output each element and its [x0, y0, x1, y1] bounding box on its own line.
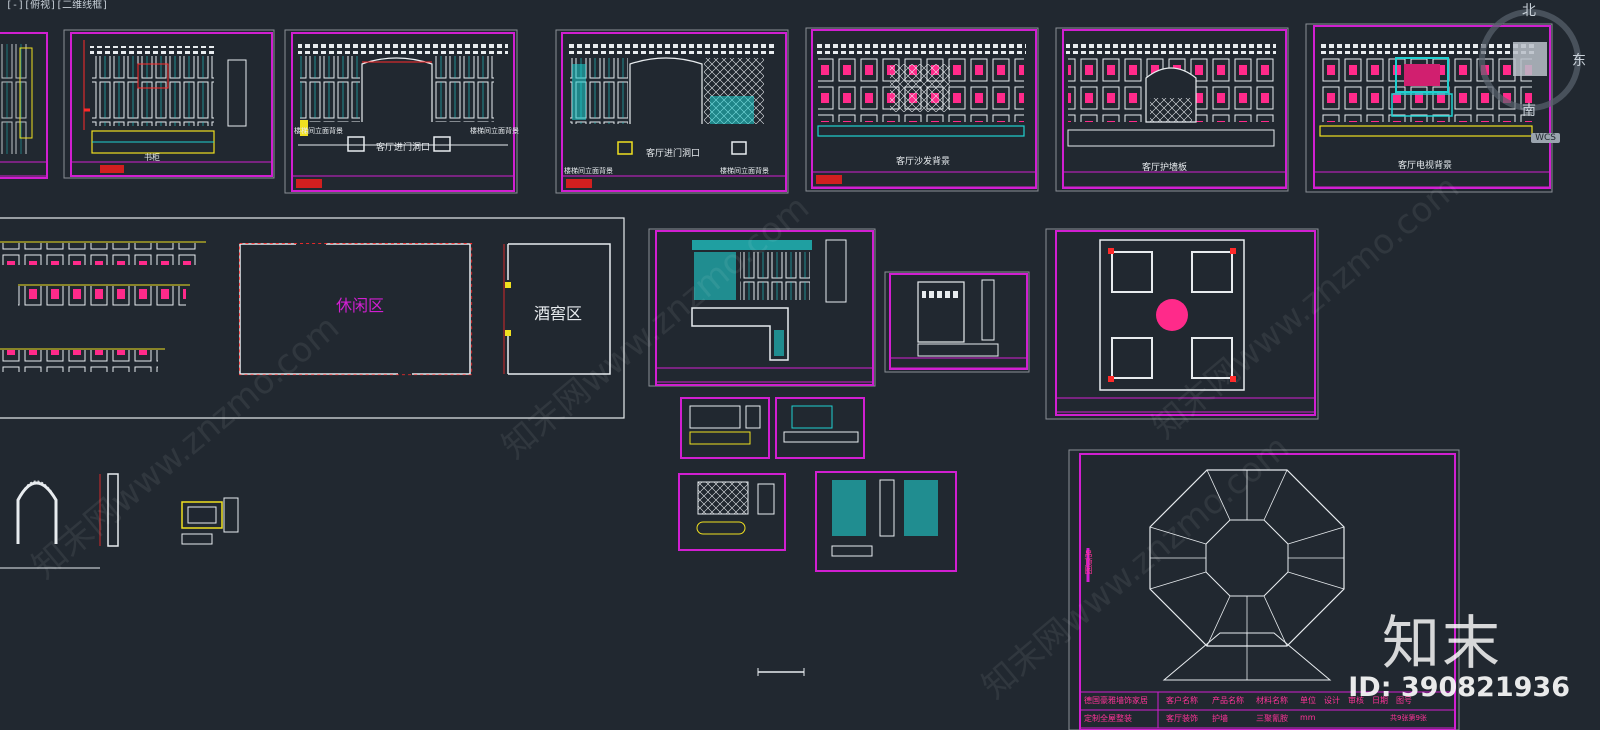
title-date-label: 日期: [1372, 696, 1388, 705]
sheet-wall-panel[interactable]: [1055, 27, 1289, 192]
title-material-value: 三聚氰胺: [1256, 714, 1288, 723]
sheet-small-1[interactable]: [680, 397, 770, 459]
caption-sofa-background: 客厅沙发背景: [896, 157, 951, 167]
title-product-label: 产品名称: [1212, 696, 1244, 705]
compass-north[interactable]: 北: [1522, 3, 1536, 19]
title-company-1: 德国豪雅墙饰家居: [1084, 696, 1148, 705]
title-unit-value: mm: [1300, 713, 1316, 722]
sheet-small-3[interactable]: [678, 473, 786, 551]
watermark-id: ID: 390821936: [1348, 672, 1570, 703]
sheet-bookcase[interactable]: [63, 29, 275, 179]
sheet-small-2[interactable]: [775, 397, 865, 459]
viewcube-navigator[interactable]: 北 东 南: [1470, 3, 1590, 154]
arch-detail[interactable]: [0, 473, 239, 569]
sheet-entrance-doorway-1[interactable]: [284, 29, 518, 194]
title-drawing-no-label: 图号: [1396, 696, 1412, 705]
caption-doorway-2-right: 楼梯间立面背景: [720, 167, 769, 175]
sheet-partial-left[interactable]: [0, 32, 48, 179]
caption-doorway-1-left: 楼梯间立面背景: [294, 127, 343, 135]
sheet-small-4[interactable]: [815, 471, 957, 572]
title-unit-label: 单位: [1300, 696, 1316, 705]
viewport-controls-label[interactable]: [-][俯视][二维线框]: [6, 0, 109, 11]
caption-doorway-2-left: 楼梯间立面背景: [564, 167, 613, 175]
caption-doorway-2-mid: 客厅进门洞口: [646, 149, 701, 159]
title-material-label: 材料名称: [1256, 696, 1288, 705]
sheet-entrance-doorway-2[interactable]: [555, 29, 789, 194]
compass-south[interactable]: 南: [1522, 103, 1536, 119]
title-client-label: 客户名称: [1166, 696, 1198, 705]
sheet-cabinet-elevation[interactable]: [884, 271, 1030, 373]
compass-east[interactable]: 东: [1572, 53, 1586, 69]
title-check-label: 审核: [1348, 696, 1364, 705]
title-product-value: 护墙: [1212, 714, 1228, 723]
sheet-octagon-ceiling[interactable]: [1068, 449, 1460, 730]
sheet-tv-background[interactable]: [1305, 23, 1553, 193]
title-design-label: 设计: [1324, 696, 1340, 705]
sheet-kitchen[interactable]: [648, 228, 876, 387]
sheet-ceiling-plan[interactable]: [1045, 228, 1319, 420]
title-drawing-no-value: 共9张第9张: [1390, 714, 1427, 722]
caption-bookcase: 书柜: [144, 153, 160, 162]
title-client-value: 客厅装饰: [1166, 714, 1198, 723]
caption-doorway-1-mid: 客厅进门洞口: [376, 143, 431, 153]
title-side-label: 吊顶图: [1084, 550, 1093, 574]
zone-label-cellar: 酒窖区: [534, 304, 583, 323]
wcs-menu[interactable]: WCS: [1531, 133, 1560, 143]
caption-wall-panel: 客厅护墙板: [1142, 163, 1188, 173]
plan-area[interactable]: [0, 217, 625, 419]
caption-tv-background: 客厅电视背景: [1398, 161, 1453, 171]
title-company-2: 定制全屋整装: [1084, 714, 1132, 723]
zone-label-leisure: 休闲区: [336, 296, 385, 315]
caption-doorway-1-right: 楼梯间立面背景: [470, 127, 519, 135]
watermark-brand: 知末: [1381, 609, 1502, 677]
sheet-sofa-background[interactable]: [805, 27, 1039, 192]
